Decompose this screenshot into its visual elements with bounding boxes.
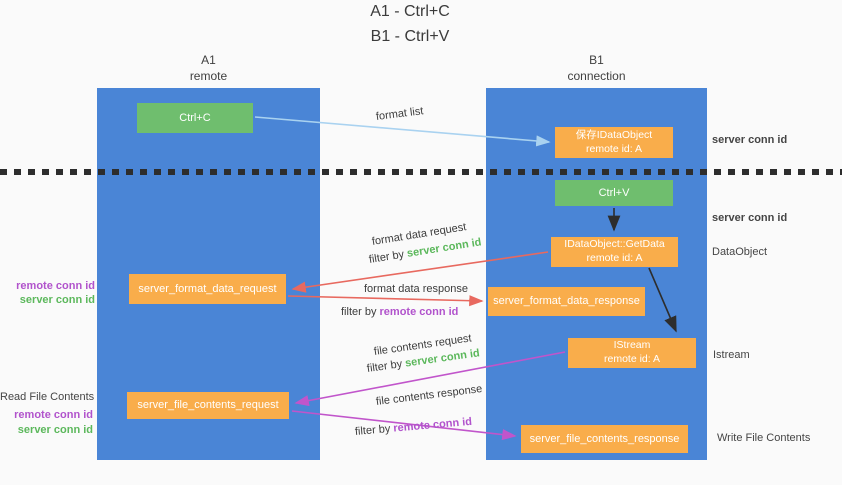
node-format-response-label: server_format_data_response xyxy=(493,295,640,308)
filter-by-text: filter by xyxy=(368,248,405,266)
node-save-idataobject: 保存IDataObject remote id: A xyxy=(555,127,673,158)
node-ctrl-v-label: Ctrl+V xyxy=(598,186,630,199)
column-header-b1: B1 connection xyxy=(486,52,707,84)
edge-label-format-data-response: format data response xyxy=(364,283,468,295)
filter-by-text: filter by xyxy=(341,306,377,318)
edge-label-filter-format-response: filter by remote conn id xyxy=(341,306,458,318)
left-mid-server-conn-id: server conn id xyxy=(19,294,95,307)
column-a1-role: remote xyxy=(189,69,228,84)
column-a1-name: A1 xyxy=(201,53,216,67)
edge-label-filter-file-response: filter by remote conn id xyxy=(354,416,472,438)
edge-label-file-contents-response: file contents response xyxy=(375,383,483,408)
node-ctrl-c-label: Ctrl+C xyxy=(179,111,211,124)
node-file-response-label: server_file_contents_response xyxy=(529,432,680,445)
left-bottom-remote-conn-id: remote conn id xyxy=(14,409,93,422)
filter-by-text: filter by xyxy=(366,358,403,375)
node-server-format-data-response: server_format_data_response xyxy=(488,287,645,316)
node-server-file-contents-request: server_file_contents_request xyxy=(127,392,289,419)
node-idataobject-getdata: IDataObject::GetData remote id: A xyxy=(551,237,678,267)
dataobject-label: DataObject xyxy=(712,246,768,258)
node-getdata-sub: remote id: A xyxy=(586,252,643,264)
right-server-conn-id-mid: server conn id xyxy=(712,212,788,224)
node-istream: IStream remote id: A xyxy=(568,338,696,368)
node-getdata-label: IDataObject::GetData xyxy=(564,238,665,251)
diagram-title: A1 - Ctrl+C B1 - Ctrl+V xyxy=(0,0,820,50)
write-file-contents-label: Write File Contents xyxy=(717,432,811,444)
node-save-idataobject-sub: remote id: A xyxy=(585,142,643,155)
right-server-conn-id-top: server conn id xyxy=(712,134,788,146)
title-line-1: A1 - Ctrl+C xyxy=(370,3,450,20)
column-b1-role: connection xyxy=(567,69,626,84)
left-mid-remote-conn-id: remote conn id xyxy=(16,280,95,292)
left-bottom-server-conn-id: server conn id xyxy=(17,423,93,436)
node-save-idataobject-label: 保存IDataObject xyxy=(575,128,653,141)
read-file-contents-label: Read File Contents xyxy=(0,391,95,403)
node-istream-label: IStream xyxy=(613,339,651,352)
node-format-request-label: server_format_data_request xyxy=(138,282,277,295)
dotted-divider-line xyxy=(0,169,842,175)
istream-side-label: Istream xyxy=(713,349,750,361)
node-server-file-contents-response: server_file_contents_response xyxy=(521,425,688,453)
title-line-2: B1 - Ctrl+V xyxy=(370,27,450,45)
node-file-request-label: server_file_contents_request xyxy=(137,399,279,412)
node-ctrl-c: Ctrl+C xyxy=(137,103,253,133)
column-header-a1: A1 remote xyxy=(97,52,320,84)
edge-label-format-list: format list xyxy=(375,105,425,123)
node-istream-sub: remote id: A xyxy=(603,353,661,365)
node-server-format-data-request: server_format_data_request xyxy=(129,274,286,304)
left-bottom-labels: Read File Contents remote conn id server… xyxy=(0,390,95,437)
remote-conn-id-text: remote conn id xyxy=(379,306,459,318)
remote-conn-id-text: remote conn id xyxy=(392,415,473,435)
node-ctrl-v: Ctrl+V xyxy=(555,180,673,206)
left-mid-conn-ids: remote conn id server conn id xyxy=(0,279,95,308)
column-b1-name: B1 xyxy=(589,53,604,67)
filter-by-text: filter by xyxy=(354,422,391,438)
